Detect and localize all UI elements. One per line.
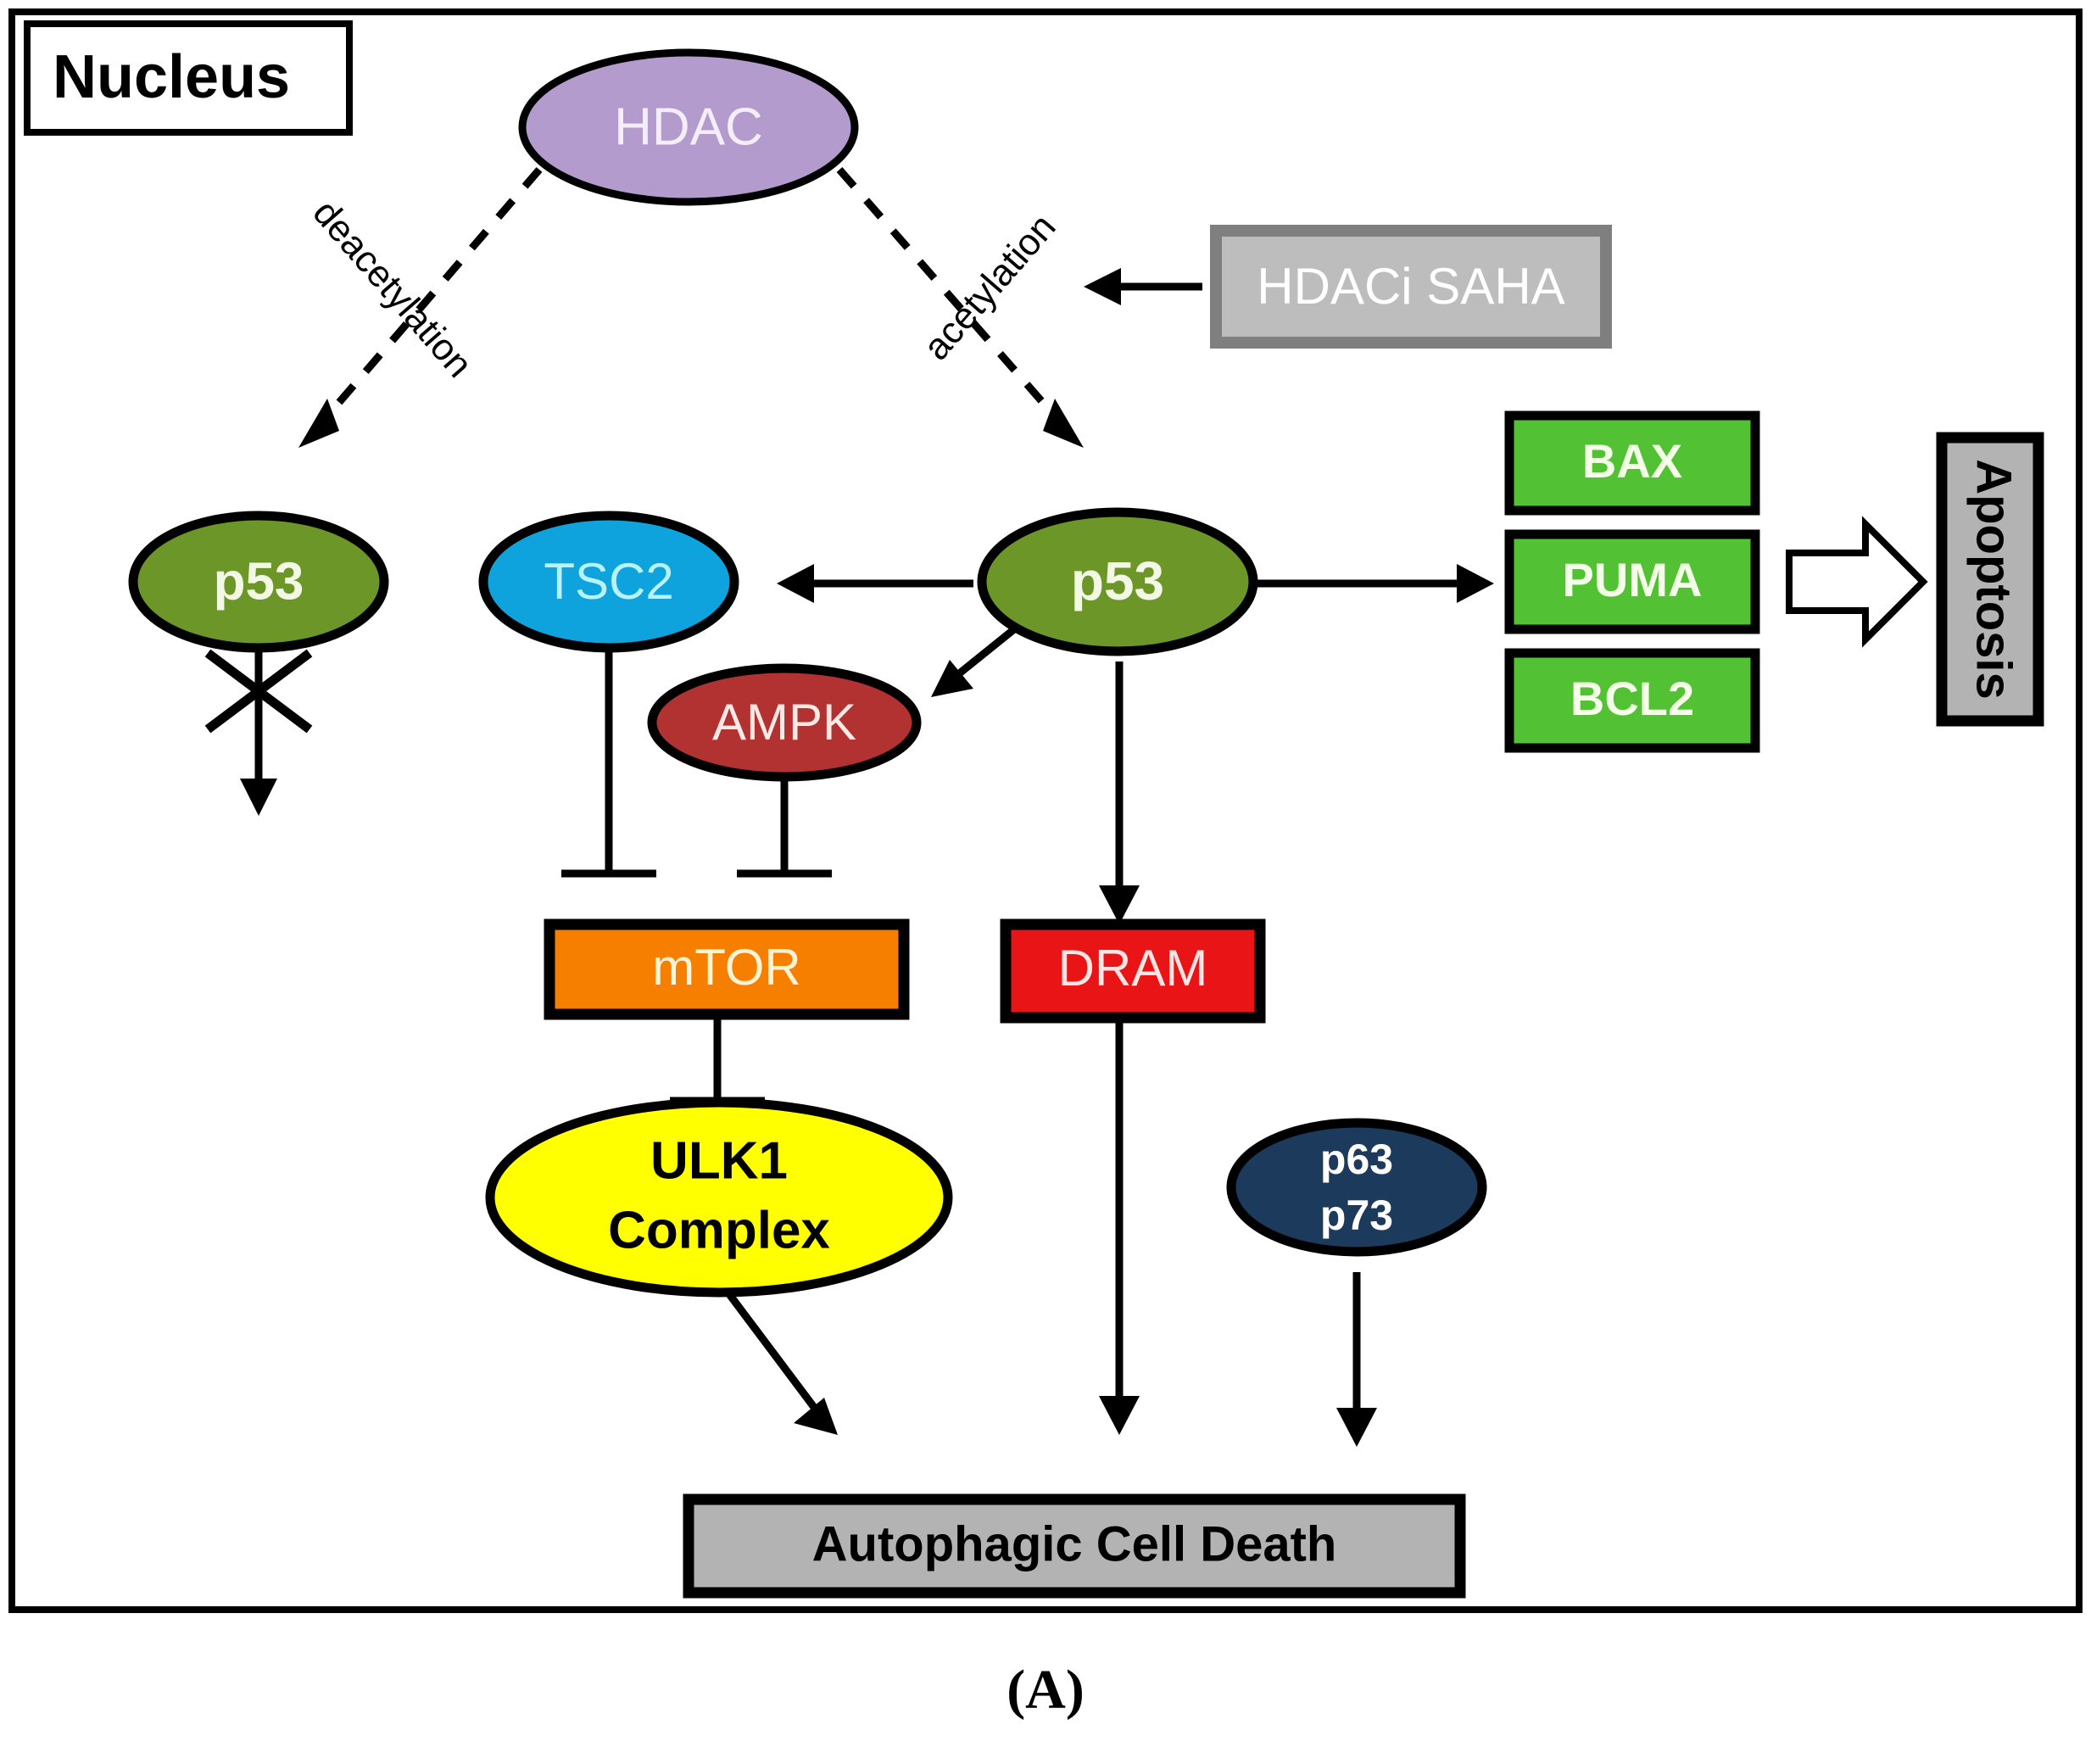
node-hdac-label: HDAC xyxy=(614,98,763,156)
node-tsc2[interactable]: TSC2 xyxy=(478,511,739,653)
node-hdac-shape xyxy=(518,48,859,206)
node-mtor-label: mTOR xyxy=(652,939,801,996)
edge-hdac-acetylation xyxy=(836,167,1084,448)
node-hdaci-saha-shape xyxy=(1210,225,1612,349)
panel-letter: (A) xyxy=(1006,1659,1085,1721)
edge-hdac-deacetylation xyxy=(298,167,543,448)
node-p53-acetylated[interactable]: p53 xyxy=(977,507,1258,656)
edge-ulk1-to-autophagic-cell-death xyxy=(716,1278,838,1435)
node-ampk[interactable]: AMPK xyxy=(647,663,922,782)
node-ampk-shape xyxy=(647,663,922,782)
node-p73-label: p73 xyxy=(1320,1192,1393,1239)
node-p63-p73[interactable]: p63 p73 xyxy=(1226,1118,1487,1257)
edge-p53-to-tsc2 xyxy=(777,564,973,603)
edge-p53-to-dram xyxy=(1099,662,1140,924)
edge-sahi-to-hdac xyxy=(1084,268,1202,305)
node-mtor-shape xyxy=(544,918,910,1020)
node-ampk-label: AMPK xyxy=(712,694,856,751)
hollow-arrow-to-apoptosis xyxy=(1786,516,1928,648)
node-bax[interactable]: BAX xyxy=(1504,410,1760,516)
node-autophagic-cell-death-shape xyxy=(683,1493,1466,1599)
node-autophagic-cell-death-label: Autophagic Cell Death xyxy=(812,1516,1337,1571)
edge-p53-to-apoptotic-genes xyxy=(1253,564,1494,603)
node-bax-shape xyxy=(1504,410,1760,516)
node-puma[interactable]: PUMA xyxy=(1504,529,1760,634)
node-p53-deacetylated[interactable]: p53 xyxy=(128,511,389,653)
node-tsc2-shape xyxy=(478,511,739,653)
edge-dram-to-autophagic-cell-death xyxy=(1099,1018,1140,1435)
node-p53-acetylated-label: p53 xyxy=(1071,550,1164,611)
node-bcl2-shape xyxy=(1504,648,1760,753)
node-dram-label: DRAM xyxy=(1058,940,1208,996)
node-ulk1-complex[interactable]: ULK1 Complex xyxy=(485,1097,953,1298)
edge-tsc2-inhibits-mtor xyxy=(561,645,656,878)
node-puma-label: PUMA xyxy=(1563,553,1703,606)
node-dram-shape xyxy=(1000,918,1266,1024)
nucleus-compartment xyxy=(8,8,2083,1613)
node-apoptosis-shape xyxy=(1936,432,2044,727)
node-hdaci-saha-label: HDACi SAHA xyxy=(1257,258,1564,315)
node-hdac[interactable]: HDAC xyxy=(518,48,859,206)
node-p53-deacetylated-shape xyxy=(128,511,389,653)
edge-ampk-inhibits-mtor xyxy=(737,768,832,878)
node-p63-label: p63 xyxy=(1320,1136,1393,1183)
node-apoptosis-label: Apoptosis xyxy=(1966,459,2021,700)
node-ulk1-label-line2: Complex xyxy=(608,1201,830,1259)
node-autophagic-cell-death[interactable]: Autophagic Cell Death xyxy=(683,1493,1466,1599)
node-bcl2[interactable]: BCL2 xyxy=(1504,648,1760,753)
node-dram[interactable]: DRAM xyxy=(1000,918,1266,1024)
edge-p53-degradation-blocked xyxy=(204,645,313,816)
nucleus-label-box xyxy=(24,20,353,136)
node-hdaci-saha[interactable]: HDACi SAHA xyxy=(1210,225,1612,349)
node-p53-deacetylated-label: p53 xyxy=(214,552,304,611)
node-ulk1-label-line1: ULK1 xyxy=(650,1131,788,1190)
node-puma-shape xyxy=(1504,529,1760,634)
node-apoptosis[interactable]: Apoptosis xyxy=(1936,432,2044,727)
node-bcl2-label: BCL2 xyxy=(1570,672,1694,725)
nucleus-label: Nucleus xyxy=(53,43,290,111)
edge-p53-to-ampk xyxy=(931,626,1017,697)
node-bax-label: BAX xyxy=(1582,434,1682,488)
edge-p63p73-to-autophagic-cell-death xyxy=(1336,1272,1377,1447)
node-mtor[interactable]: mTOR xyxy=(544,918,910,1020)
node-ulk1-complex-shape xyxy=(485,1097,953,1298)
node-p53-acetylated-shape xyxy=(977,507,1258,656)
node-p63-p73-shape xyxy=(1226,1118,1487,1257)
node-tsc2-label: TSC2 xyxy=(544,553,673,610)
